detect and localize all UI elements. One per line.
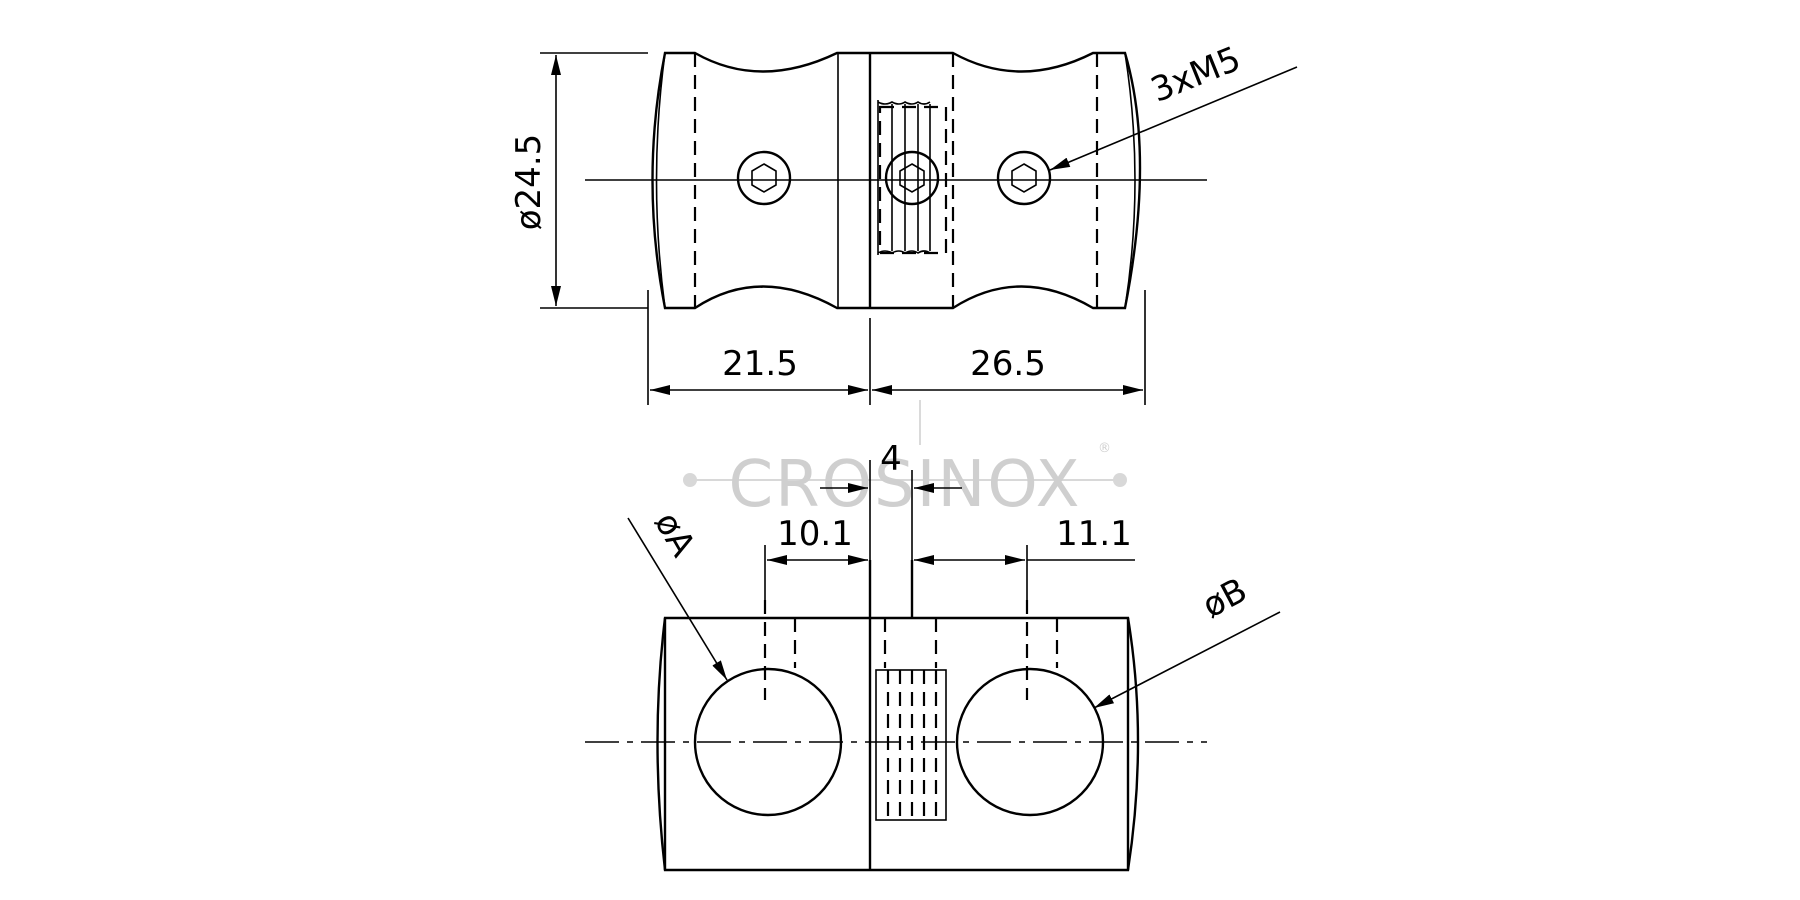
hex-socket-screw-middle [884,150,940,206]
watermark-brand: CROSINOX [728,448,1081,522]
hex-socket-screw-right [996,150,1052,206]
hex-socket-screw-left [736,150,792,206]
left-length-label: 21.5 [722,344,798,384]
insert-thread-marks [886,670,938,820]
diameter-dimension-label: ø24.5 [509,134,549,231]
bore-a-label: øA [646,505,703,563]
bore-b-label: øB [1196,570,1254,626]
watermark-registered-mark: ® [1098,441,1111,456]
thread-marks [877,100,931,255]
screw-leader-line [1049,66,1298,171]
section-view-outline [656,616,1140,872]
right-offset-label: 11.1 [1056,514,1132,554]
bore-b-leader-line [1093,611,1281,709]
left-offset-label: 10.1 [777,514,853,554]
bore-a-leader-line [627,517,728,681]
watermark: CROSINOX ® [683,400,1127,522]
gap-width-label: 4 [880,439,902,479]
top-view: ø24.5 21.5 26.5 3xM5 [509,39,1298,405]
right-length-label: 26.5 [970,344,1046,384]
screw-callout-label: 3xM5 [1145,39,1246,111]
section-view: 4 10.1 11.1 øA øB [585,439,1281,872]
